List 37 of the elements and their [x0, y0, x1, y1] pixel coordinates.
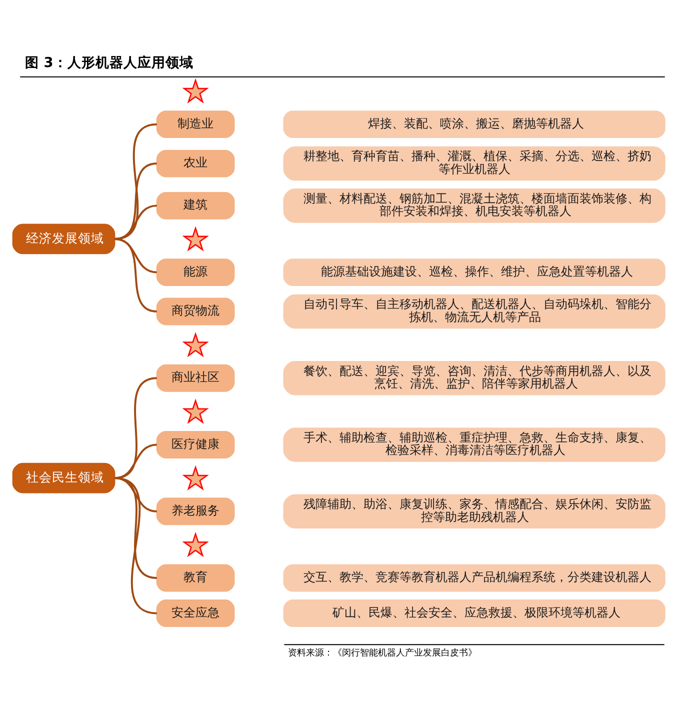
connector	[114, 122, 158, 240]
node-box: 焊接、装配、喷涂、搬运、磨抛等机器人	[283, 110, 666, 138]
node-box: 教育	[156, 564, 235, 592]
node-box: 商贸物流	[156, 297, 235, 325]
caption: 资料来源：《闵行智能机器人产业发展白皮书》	[288, 648, 478, 658]
connector	[114, 162, 157, 240]
diagram-title: 图 3：人形机器人应用领域	[25, 54, 194, 71]
node-star	[182, 464, 209, 490]
node-box: 手术、辅助检查、辅助巡检、重症护理、急救、生命支持、康复、检验采样、消毒清洁等医疗机器人	[283, 427, 666, 462]
node-box: 耕整地、育种育苗、播种、灌溉、植保、采摘、分选、巡检、挤奶等作业机器人	[283, 146, 666, 180]
node-star	[182, 226, 209, 251]
node-box: 残障辅助、助浴、康复训练、家务、情感配合、娱乐休闲、安防监控等助老助残机器人	[283, 494, 666, 528]
node-box: 能源基础设施建设、巡检、操作、维护、应急处置等机器人	[283, 258, 666, 286]
node-box: 矿山、民爆、社会安全、应急救援、极限环境等机器人	[283, 599, 666, 626]
connector	[114, 238, 157, 312]
node-star	[182, 331, 209, 357]
node-box: 经济发展领域	[12, 223, 116, 254]
connector	[114, 476, 158, 614]
node-box: 交互、教学、竞赛等教育机器人产品机编程系统，分类建设机器人	[283, 564, 666, 592]
connector	[114, 204, 157, 240]
node-box: 医疗健康	[156, 430, 235, 458]
node-box: 建筑	[156, 191, 235, 219]
node-star	[182, 398, 209, 424]
node-box: 农业	[156, 149, 235, 177]
node-box: 制造业	[156, 110, 235, 138]
connector	[114, 476, 158, 578]
node-box: 社会民生领域	[12, 462, 116, 493]
node-box: 养老服务	[156, 497, 235, 525]
node-box: 商业社区	[156, 364, 235, 392]
node-star	[182, 531, 209, 557]
node-box: 测量、材料配送、钢筋加工、混凝土浇筑、楼面墙面装饰装修、构部件安装和焊接、机电安装等机器人	[283, 188, 666, 222]
node-box: 能源	[156, 258, 235, 286]
node-box: 自动引导车、自主移动机器人、配送机器人、自动码垛机、智能分拣机、物流无人机等产品	[283, 294, 666, 328]
node-star	[182, 78, 209, 103]
connector	[114, 476, 157, 512]
node-box: 安全应急	[156, 599, 235, 626]
node-box: 餐饮、配送、迎宾、导览、咨询、清洁、代步等商用机器人、以及烹饪、清洗、监护、陪伴等家用机器人	[283, 360, 666, 395]
